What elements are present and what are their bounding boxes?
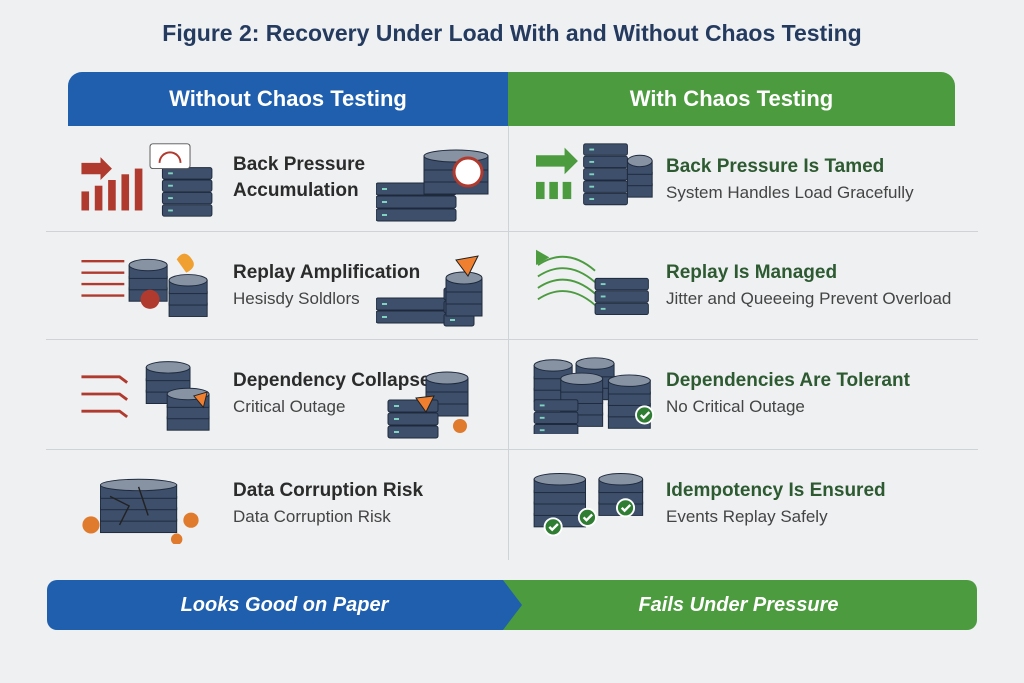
comparison-row: Dependency Collapse Critical Outage Depe… — [46, 340, 978, 450]
queued-server-icon — [536, 249, 649, 316]
collapsing-database-icon — [81, 361, 210, 431]
without-chaos-cell: Replay Amplification Hesisdy Soldlors — [46, 232, 508, 339]
cracked-database-icon — [82, 478, 199, 544]
with-chaos-cell: Back Pressure Is Tamed System Handles Lo… — [509, 126, 978, 231]
failure-illustration-icon — [376, 255, 483, 327]
row-title: Dependency Collapse — [233, 370, 431, 391]
row-subtitle: Hesisdy Soldlors — [233, 289, 360, 308]
comparison-row: Back Pressure Accumulation Back Pressure… — [46, 126, 978, 232]
healthy-databases-icon — [533, 357, 655, 434]
row-subtitle: System Handles Load Gracefully — [666, 183, 914, 202]
failure-illustration-icon — [376, 149, 489, 222]
burning-database-icon — [81, 253, 208, 317]
figure-title: Figure 2: Recovery Under Load With and W… — [162, 20, 862, 46]
row-subtitle: Accumulation — [233, 180, 359, 201]
with-chaos-cell: Dependencies Are Tolerant No Critical Ou… — [509, 340, 978, 449]
comparison-grid: Back Pressure Accumulation Back Pressure… — [46, 126, 978, 560]
header-with-chaos: With Chaos Testing — [508, 72, 955, 126]
overloaded-server-icon — [81, 143, 213, 217]
row-title: Dependencies Are Tolerant — [666, 370, 910, 391]
column-divider — [508, 126, 509, 560]
without-chaos-cell: Back Pressure Accumulation — [46, 126, 508, 231]
failure-illustration-icon — [387, 371, 469, 439]
row-title: Data Corruption Risk — [233, 480, 424, 501]
row-title: Back Pressure Is Tamed — [666, 156, 885, 177]
without-chaos-cell: Data Corruption Risk Data Corruption Ris… — [46, 450, 508, 559]
row-subtitle: Critical Outage — [233, 397, 346, 416]
row-title: Replay Amplification — [233, 262, 421, 283]
row-title: Replay Is Managed — [666, 262, 838, 283]
row-title: Back Pressure — [233, 154, 366, 175]
row-subtitle: Data Corruption Risk — [233, 507, 391, 526]
comparison-row: Data Corruption Risk Data Corruption Ris… — [46, 450, 978, 559]
verified-databases-icon — [533, 473, 644, 537]
row-subtitle: Events Replay Safely — [666, 507, 828, 526]
row-subtitle: No Critical Outage — [666, 397, 805, 416]
comparison-row: Replay Amplification Hesisdy Soldlors Re… — [46, 232, 978, 340]
row-title: Idempotency Is Ensured — [666, 480, 886, 501]
row-subtitle: Jitter and Queeeing Prevent Overload — [666, 289, 952, 308]
header-without-chaos: Without Chaos Testing — [68, 72, 508, 126]
footer-right-banner: Fails Under Pressure — [500, 580, 977, 630]
with-chaos-cell: Replay Is Managed Jitter and Queeeing Pr… — [509, 232, 978, 339]
without-chaos-cell: Dependency Collapse Critical Outage — [46, 340, 508, 449]
balanced-server-icon — [536, 143, 653, 206]
with-chaos-cell: Idempotency Is Ensured Events Replay Saf… — [509, 450, 978, 559]
footer-left-banner: Looks Good on Paper — [47, 580, 522, 630]
